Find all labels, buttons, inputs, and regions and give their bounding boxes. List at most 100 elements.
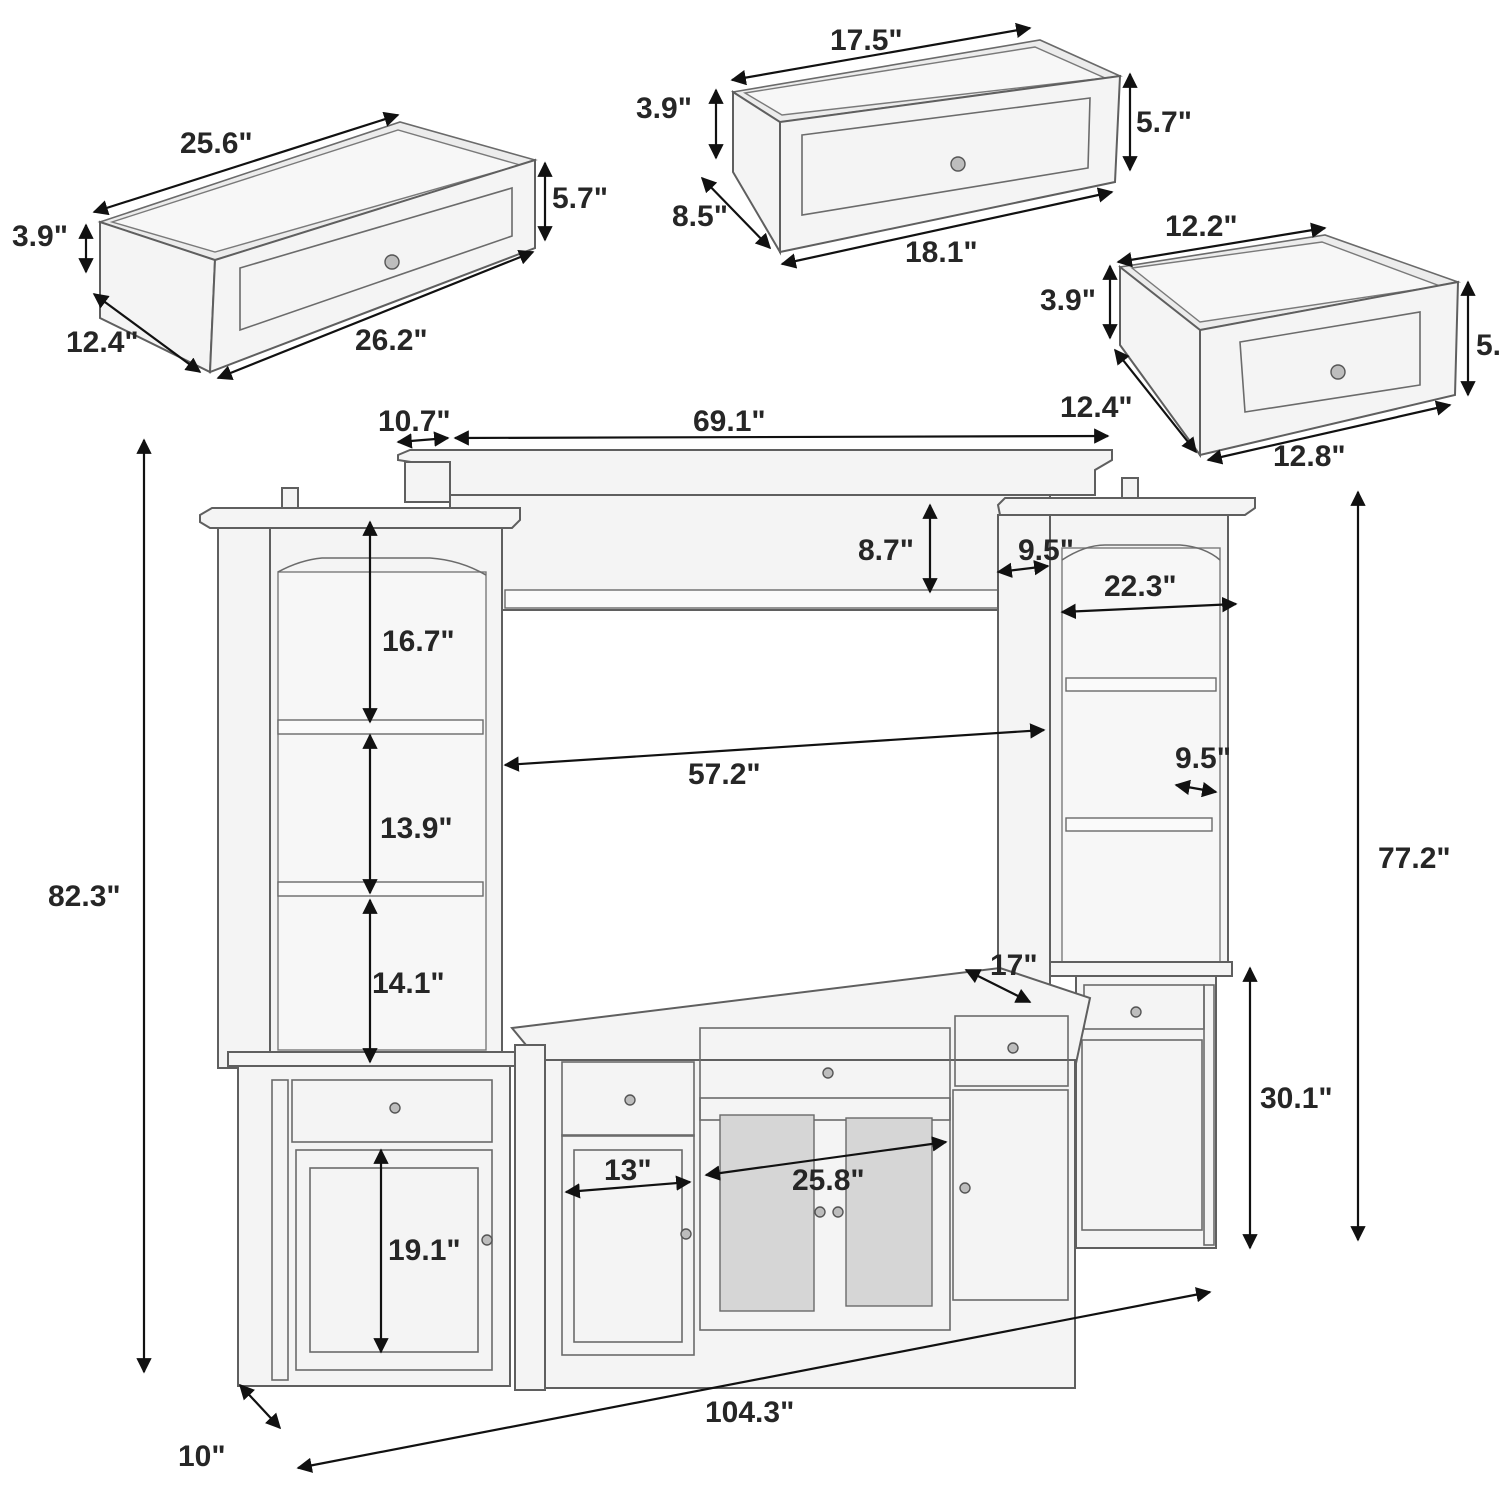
label-long-side-height: 3.9"	[12, 220, 68, 253]
left-cabinet	[237, 1065, 511, 1387]
label-medium-front-height: 5.7"	[1136, 106, 1192, 139]
drawer-long-knob	[384, 254, 400, 270]
label-long-width-back: 25.6"	[180, 127, 253, 160]
arrow-tower-width	[1060, 596, 1238, 620]
label-shelf-1-height: 16.7"	[382, 625, 455, 658]
label-medium-depth: 8.5"	[672, 200, 728, 233]
arrow-total-width	[296, 1287, 1212, 1473]
arrow-medium-width-front	[780, 187, 1114, 269]
label-medium-width-front: 18.1"	[905, 236, 978, 269]
arrow-tower-depth	[238, 1383, 282, 1430]
label-small-front-height: 5.	[1476, 329, 1500, 362]
glass-door-left	[719, 1114, 815, 1312]
drawer-long	[97, 121, 538, 374]
arrow-long-depth	[92, 293, 202, 373]
bridge-crown	[397, 449, 1113, 496]
right-cabinet	[1075, 975, 1217, 1249]
arrow-medium-width-back	[730, 22, 1032, 86]
label-glass-doors-width: 25.8"	[792, 1164, 865, 1197]
left-tower-waist	[227, 1051, 519, 1067]
console-drawer-right	[954, 1015, 1069, 1087]
console-door-left-knob	[680, 1228, 692, 1240]
console-door-right-knob	[959, 1182, 971, 1194]
console-top	[510, 966, 1092, 1069]
label-bridge-shelf-height: 8.7"	[858, 534, 914, 567]
arrow-tv-opening-width	[503, 723, 1046, 772]
label-small-width-front: 12.8"	[1273, 440, 1346, 473]
label-long-front-height: 5.7"	[552, 182, 608, 215]
left-drawer-front	[291, 1079, 493, 1143]
left-pilaster	[271, 1079, 289, 1381]
console-drawer-right-knob	[1007, 1042, 1019, 1054]
glass-door-left-knob	[814, 1206, 826, 1218]
label-bridge-shelf-depth: 9.5"	[1018, 534, 1074, 567]
drawer-small	[1118, 234, 1462, 459]
label-tower-depth: 10"	[178, 1440, 226, 1473]
label-total-height: 82.3"	[48, 880, 121, 913]
bridge-shelf	[504, 589, 1056, 609]
label-console-height: 30.1"	[1260, 1082, 1333, 1115]
label-side-cabinet-width: 13"	[604, 1154, 652, 1187]
label-long-width-front: 26.2"	[355, 324, 428, 357]
arrow-small-width-front	[1206, 400, 1452, 465]
left-tower-crown	[199, 507, 521, 529]
arrow-bridge-width	[453, 428, 1110, 446]
arrow-tower-shelf-depth	[1174, 779, 1218, 798]
left-tower-back	[277, 571, 487, 1051]
right-tower-arch	[1061, 544, 1221, 561]
glass-door-right-knob	[832, 1206, 844, 1218]
arrow-small-width-back	[1116, 222, 1327, 268]
arrow-long-width-front	[216, 249, 535, 381]
right-pilaster	[1203, 984, 1215, 1246]
label-bridge-width: 69.1"	[693, 405, 766, 438]
console-drawer-center-knob	[822, 1067, 834, 1079]
arrow-small-depth	[1114, 348, 1197, 454]
left-wall-bracket	[281, 487, 299, 509]
arrow-side-cabinet-width	[564, 1175, 692, 1199]
left-shelf-2	[277, 881, 484, 897]
left-door-knob	[481, 1234, 493, 1246]
entertainment-center	[199, 449, 1256, 1391]
label-shelf-2-height: 13.9"	[380, 812, 453, 845]
label-tower-width: 22.3"	[1104, 570, 1177, 603]
arrow-bridge-shelf-depth	[996, 560, 1050, 578]
drawer-medium	[730, 39, 1123, 256]
label-console-depth: 17"	[990, 949, 1038, 982]
right-tower-inner-side	[997, 514, 1051, 986]
console-drawer-center	[699, 1027, 951, 1121]
right-shelf-2	[1065, 817, 1213, 832]
left-tower-side	[217, 527, 271, 1069]
right-tower-crown	[996, 497, 1256, 516]
right-shelf-1	[1065, 677, 1217, 692]
label-tower-shelf-depth: 9.5"	[1175, 742, 1231, 775]
label-long-depth: 12.4"	[66, 326, 139, 359]
bridge-crown-end	[404, 461, 451, 503]
label-small-side-height: 3.9"	[1040, 284, 1096, 317]
arrow-console-depth	[964, 969, 1032, 1003]
drawer-medium-knob	[950, 156, 966, 172]
label-small-width-back: 12.2"	[1165, 210, 1238, 243]
label-medium-width-back: 17.5"	[830, 24, 903, 57]
right-drawer-knob	[1130, 1006, 1142, 1018]
right-door	[1081, 1039, 1203, 1231]
label-total-width: 104.3"	[705, 1396, 794, 1429]
drawer-small-knob	[1330, 364, 1346, 380]
label-tower-height: 77.2"	[1378, 842, 1451, 875]
label-shelf-3-height: 14.1"	[372, 967, 445, 1000]
arrow-bridge-depth	[396, 431, 450, 449]
arrow-glass-doors-width	[704, 1136, 948, 1181]
right-tower-waist	[1049, 961, 1233, 977]
drawer-small-panel	[1239, 311, 1421, 413]
console-left-end	[514, 1044, 546, 1391]
label-small-depth: 12.4"	[1060, 391, 1133, 424]
arrow-long-width-back	[92, 111, 400, 216]
left-drawer-knob	[389, 1102, 401, 1114]
label-cabinet-door-height: 19.1"	[388, 1234, 461, 1267]
arrow-medium-depth	[700, 176, 772, 250]
label-medium-side-height: 3.9"	[636, 92, 692, 125]
left-shelf-1	[277, 719, 484, 735]
console-drawer-left-knob	[624, 1094, 636, 1106]
console-drawer-left	[561, 1061, 695, 1137]
